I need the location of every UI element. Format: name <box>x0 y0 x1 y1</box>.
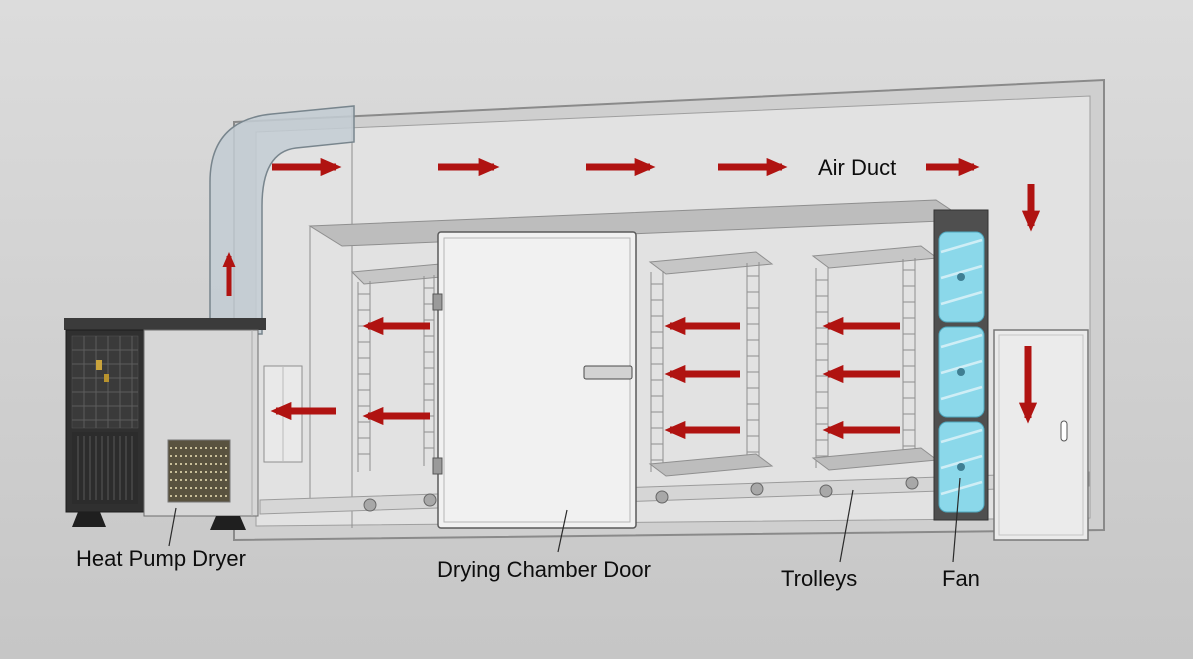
indicator-detail <box>96 360 102 370</box>
trolley-rack-rails <box>650 262 760 472</box>
cabinet-inner-line <box>998 334 1084 536</box>
trolley-racks <box>350 245 939 512</box>
chamber-wall-edges <box>309 106 353 528</box>
chamber-door <box>432 231 637 529</box>
leader-heat-pump <box>168 507 177 547</box>
leader-trolleys <box>839 489 854 563</box>
label-drying-chamber-door: Drying Chamber Door <box>437 557 651 582</box>
caster-wheel <box>750 482 764 496</box>
caster-wheel <box>905 476 919 490</box>
unit-top-band <box>64 318 266 330</box>
unit-foot <box>210 516 246 530</box>
door-panel <box>437 231 637 529</box>
label-heat-pump-dryer: Heat Pump Dryer <box>76 546 246 571</box>
duct-riser <box>209 105 355 335</box>
cabinet-body <box>993 329 1089 541</box>
label-fan: Fan <box>942 566 980 591</box>
cabinet-handle <box>1060 420 1068 442</box>
caster-wheel <box>655 490 669 504</box>
control-cabinet <box>993 329 1089 541</box>
trolley-rack-rails <box>357 275 435 472</box>
airflow-arrows <box>222 157 1041 440</box>
indicator-detail <box>104 374 109 382</box>
caster-wheel <box>423 493 437 507</box>
labels: Air Duct Heat Pump Dryer Drying Chamber … <box>76 155 980 591</box>
fan-blade-lines <box>940 238 983 306</box>
door-handle <box>583 365 633 380</box>
fan-hub <box>957 273 965 281</box>
fan-hub <box>957 368 965 376</box>
unit-foot <box>72 512 106 527</box>
fan-blade-lines <box>940 428 983 496</box>
heat-pump-dryer-unit <box>64 318 266 530</box>
fan-blade-lines <box>940 333 983 401</box>
leader-fan <box>952 477 961 563</box>
trolley-top-slab <box>648 251 774 275</box>
trolley-bottom-slab <box>648 453 774 477</box>
door-hinge <box>432 293 443 311</box>
leader-door <box>557 509 568 553</box>
caster-wheel <box>819 484 833 498</box>
caster-wheel <box>363 498 377 512</box>
fan-hub <box>957 463 965 471</box>
speckled-grille <box>167 439 231 503</box>
trolley-rack-rungs <box>816 269 915 457</box>
fan-column <box>933 209 989 521</box>
label-trolleys: Trolleys <box>781 566 857 591</box>
vent-grille-lower <box>72 432 138 504</box>
door-hinge <box>432 457 443 475</box>
grille-stripe-lines <box>77 436 133 500</box>
door-inner-line <box>443 237 631 523</box>
trolley-rack-rungs <box>651 275 759 461</box>
label-air-duct: Air Duct <box>818 155 896 180</box>
leader-lines <box>168 477 961 563</box>
